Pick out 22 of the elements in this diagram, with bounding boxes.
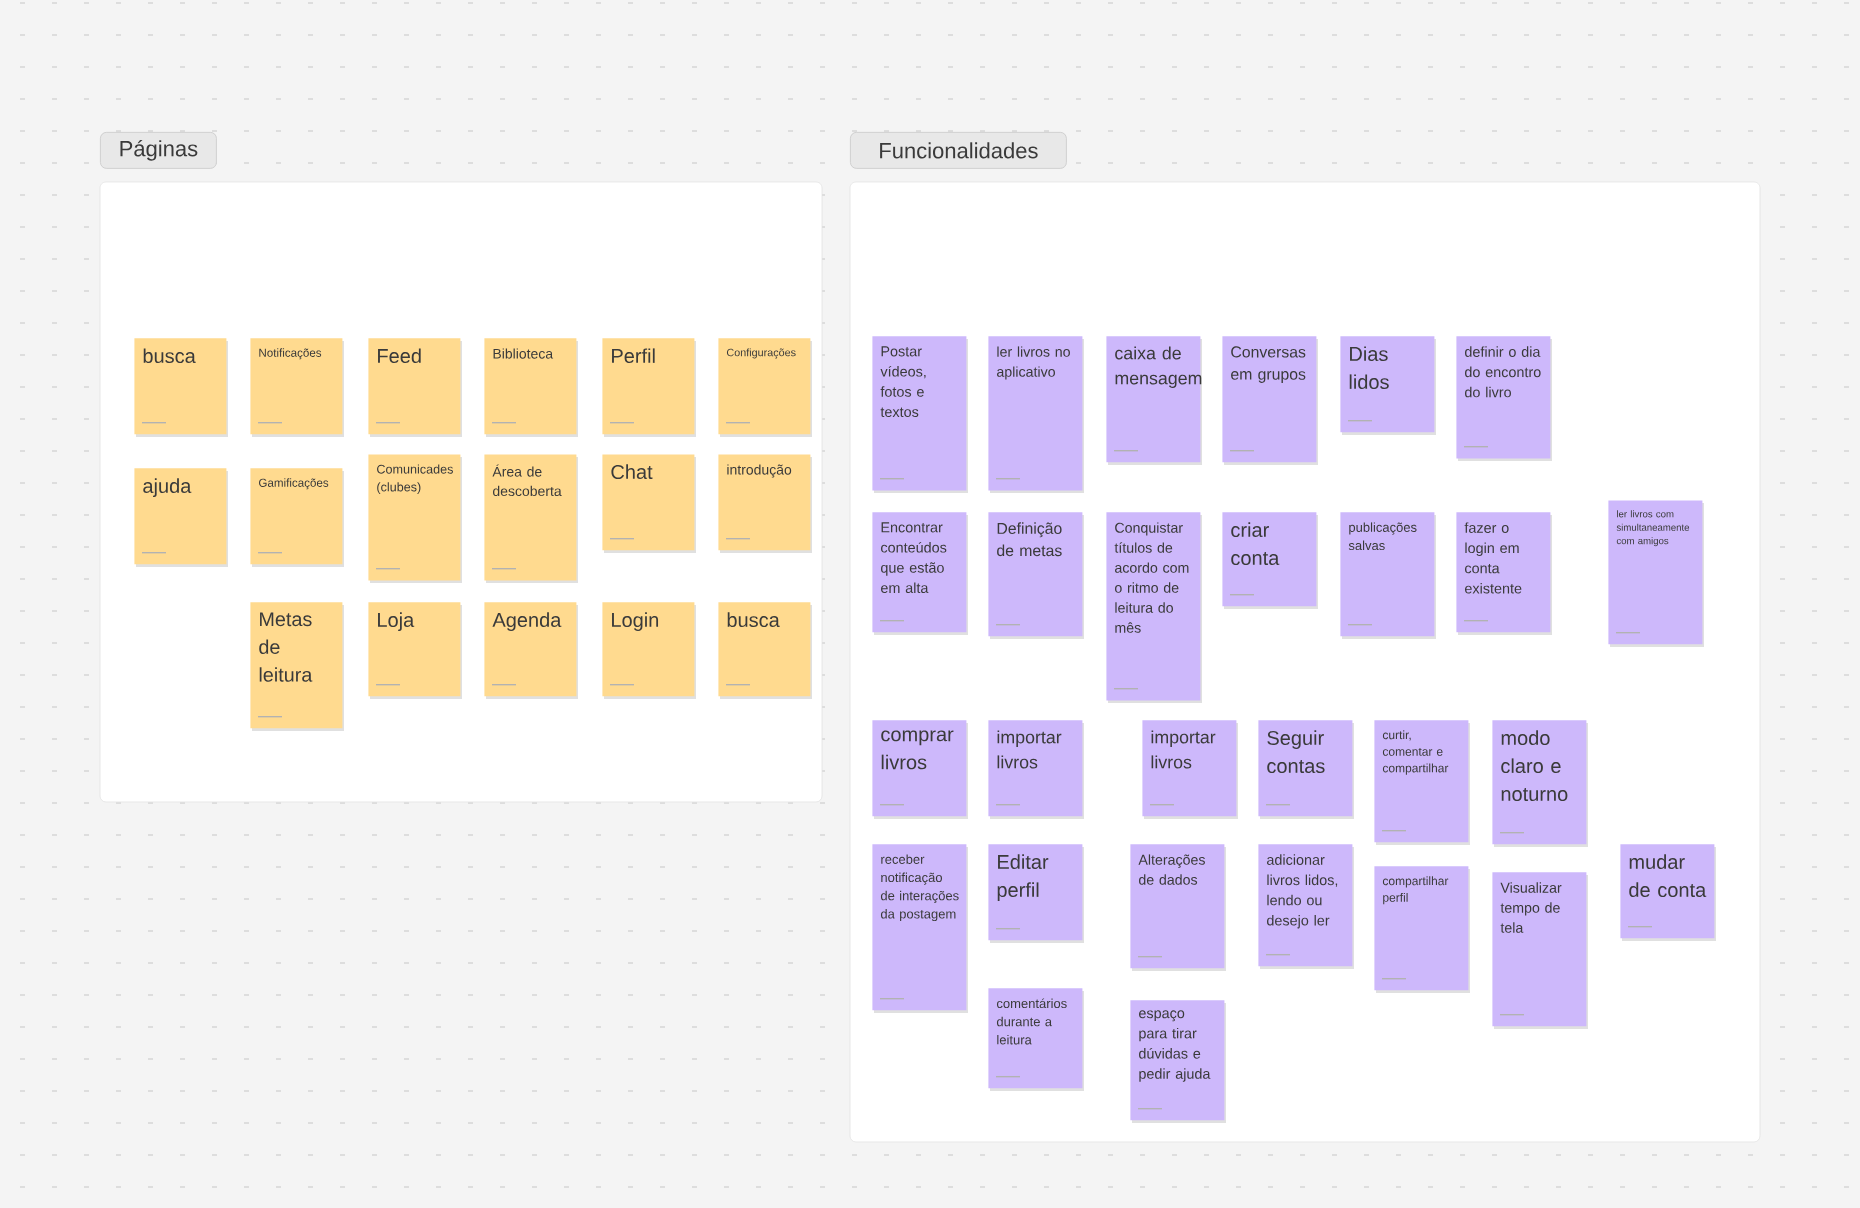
sticky-note: mudar de conta: [1620, 844, 1716, 941]
sticky-note: Metas de leitura: [250, 602, 344, 731]
sticky-note: Seguir contas: [1258, 720, 1354, 819]
sticky-note: importar livros: [988, 720, 1084, 819]
sticky-note: modo claro e noturno: [1492, 720, 1588, 847]
sticky-note: Editar perfil: [988, 844, 1084, 943]
sticky-note: Dias lidos: [1340, 336, 1436, 435]
sticky-note: busca: [718, 602, 812, 699]
sticky-note: busca: [134, 338, 228, 437]
sticky-note: Login: [602, 602, 696, 699]
sticky-note: ajuda: [134, 468, 228, 567]
section-heading: Páginas: [100, 131, 217, 169]
sticky-note: criar conta: [1222, 512, 1318, 609]
sticky-note: Loja: [368, 602, 462, 699]
sticky-note: importar livros: [1142, 720, 1238, 819]
sticky-note: Perfil: [602, 338, 696, 437]
sticky-note: caixa de mensagem: [1106, 336, 1202, 465]
section-heading: Funcionalidades: [850, 131, 1067, 169]
sticky-note: Feed: [368, 338, 462, 437]
sticky-note: comprar livros: [872, 720, 968, 819]
sticky-note: Chat: [602, 454, 696, 553]
sticky-note: Agenda: [484, 602, 578, 699]
